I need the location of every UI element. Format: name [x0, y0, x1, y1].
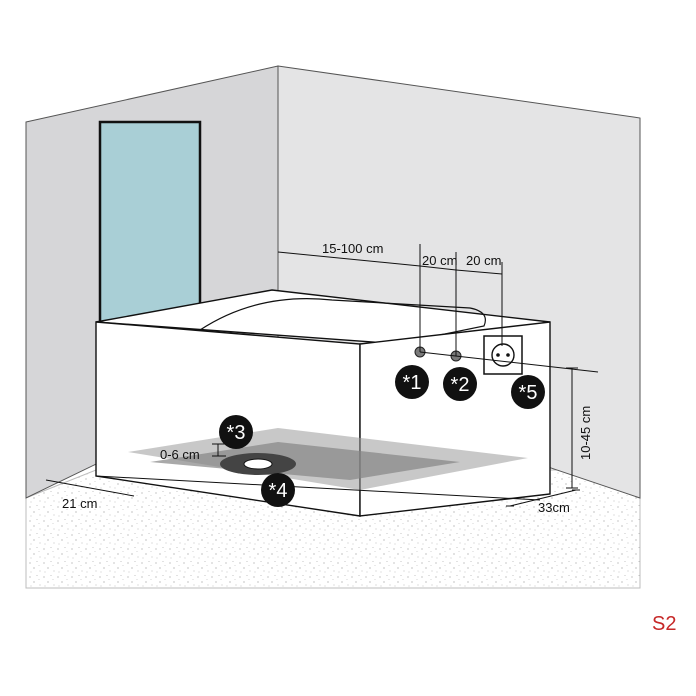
marker-3: *3: [219, 415, 253, 449]
dim-front-depth: 21 cm: [62, 496, 97, 511]
dim-side-depth: 33cm: [538, 500, 570, 515]
svg-text:*5: *5: [519, 382, 538, 404]
glass-shower-screen: [98, 120, 202, 332]
dim-pipe-spacing-1: 20 cm: [422, 253, 457, 268]
dimension-lines: [45, 244, 599, 507]
dim-socket-height: 10-45 cm: [578, 406, 593, 460]
power-socket: [483, 335, 523, 375]
marker-1: *1: [395, 365, 429, 399]
dim-drain-height: 0-6 cm: [160, 447, 200, 462]
dim-wall-to-pipes: 15-100 cm: [322, 241, 383, 256]
svg-text:*2: *2: [451, 374, 470, 396]
corner-label: S2: [652, 613, 676, 635]
svg-text:*3: *3: [227, 422, 246, 444]
dim-pipe-spacing-2: 20 cm: [466, 253, 501, 268]
marker-2: *2: [443, 367, 477, 401]
svg-text:*4: *4: [269, 480, 288, 502]
marker-4: *4: [261, 473, 295, 507]
marker-5: *5: [511, 375, 545, 409]
svg-text:*1: *1: [403, 372, 422, 394]
